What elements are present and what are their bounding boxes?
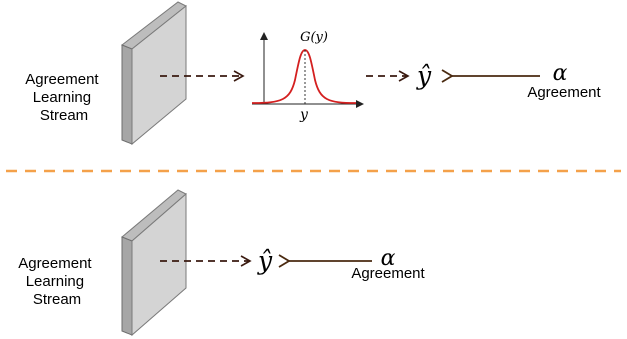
bottom-section: Agreement Learning Stream ŷ α Agreement xyxy=(18,189,426,337)
top-output-symbol: ŷ xyxy=(416,61,432,90)
panel-front-face xyxy=(131,4,187,146)
bottom-stream-label: Agreement Learning Stream xyxy=(18,255,96,308)
top-section: Agreement Learning Stream G(y) y ŷ α xyxy=(25,1,602,146)
top-input-symbol: α xyxy=(553,61,568,86)
bottom-input-label: Agreement xyxy=(351,265,425,282)
panel-side-face xyxy=(121,44,133,145)
gaussian-label: G(y) xyxy=(300,30,328,45)
gaussian-curve xyxy=(251,49,357,104)
gaussian-plot: G(y) y xyxy=(251,30,364,123)
panel-side-face xyxy=(121,236,133,336)
bottom-input-symbol: α xyxy=(381,246,396,271)
top-stream-label: Agreement Learning Stream xyxy=(25,71,103,124)
panel-front-face xyxy=(131,192,187,337)
bottom-stream-panel xyxy=(121,189,187,337)
top-stream-panel xyxy=(120,1,187,146)
bottom-output-symbol: ŷ xyxy=(257,246,273,275)
top-input-label: Agreement xyxy=(527,84,601,101)
gaussian-axis-label: y xyxy=(299,107,309,123)
